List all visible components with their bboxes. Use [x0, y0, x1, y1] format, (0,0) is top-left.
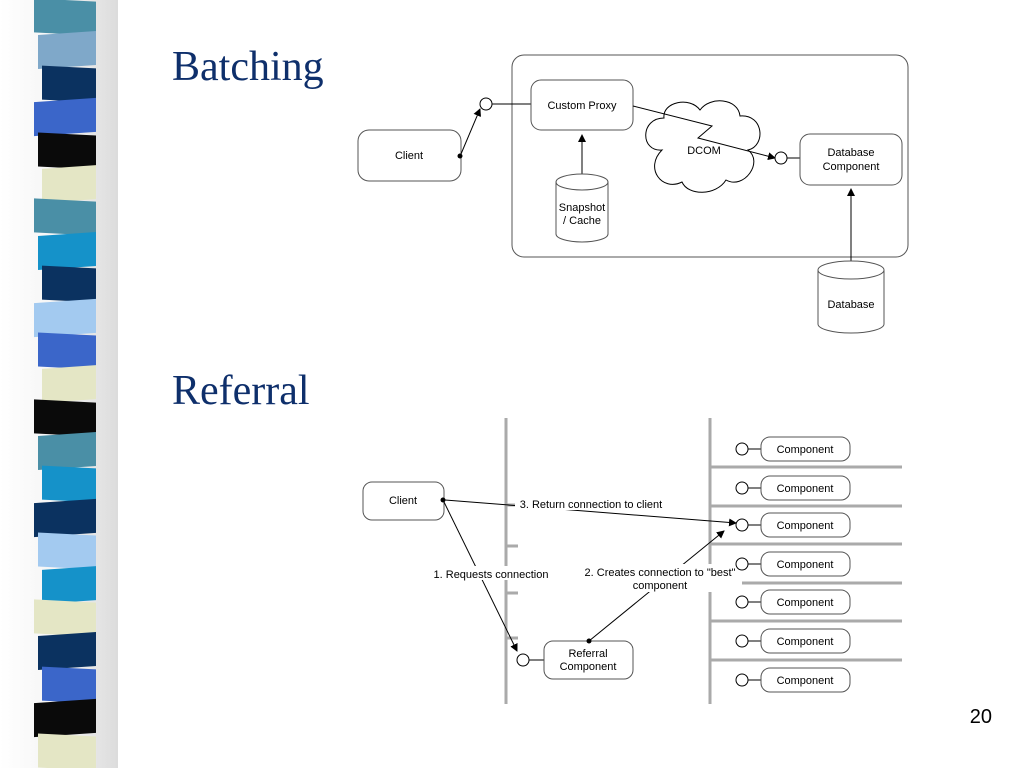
proxy-to-db-component-line [632, 105, 776, 161]
component-label: Component [777, 636, 834, 648]
component-stack: Component Component Component Component [735, 436, 851, 693]
db-component-interface-lollipop [774, 151, 788, 165]
cache-label: / Cache [563, 215, 601, 227]
client-to-proxy-line [460, 108, 481, 155]
batching-client-box: Client [357, 129, 462, 182]
custom-proxy-label: Custom Proxy [547, 100, 617, 112]
referral-diagram: Client 1. Requests connection 3. Return … [362, 418, 902, 704]
referral-client-box: Client [362, 481, 445, 521]
decorative-stripe-bar [0, 0, 118, 768]
component-row: Component [735, 512, 851, 538]
component-label: Component [777, 520, 834, 532]
database-component-label-1: Database [827, 147, 874, 159]
database-component-label-2: Component [823, 161, 880, 173]
component-label: Component [777, 597, 834, 609]
step3-arrow [444, 499, 737, 527]
dcom-label: DCOM [687, 145, 721, 157]
step3-label-bg [515, 496, 667, 510]
referral-title: Referral [172, 368, 310, 414]
component-row: Component [735, 667, 851, 693]
component-row: Component [735, 436, 851, 462]
database-component-box: Database Component [799, 133, 903, 186]
referral-interface-lollipop [516, 653, 530, 667]
referral-client-label: Client [389, 495, 417, 507]
referral-component-label-2: Component [560, 661, 617, 673]
step1-label-bg [428, 566, 554, 580]
batching-client-label: Client [395, 150, 423, 162]
proxy-interface-lollipop [479, 97, 493, 111]
batching-diagram: Client Custom Proxy Snapshot / Cache DCO… [357, 54, 909, 334]
component-label: Component [777, 675, 834, 687]
referral-component-label-1: Referral [568, 648, 607, 660]
step3-label: 3. Return connection to client [520, 499, 662, 511]
snapshot-cache-cylinder: Snapshot / Cache [555, 173, 609, 243]
component-row: Component [735, 589, 851, 615]
component-label: Component [777, 559, 834, 571]
component-label: Component [777, 483, 834, 495]
component-row: Component [735, 628, 851, 654]
custom-proxy-box: Custom Proxy [530, 79, 634, 131]
database-label: Database [827, 299, 874, 311]
component-row: Component [735, 475, 851, 501]
referral-component-box: Referral Component [543, 640, 634, 680]
step1-label: 1. Requests connection [434, 569, 549, 581]
dcom-cloud: DCOM [645, 100, 761, 193]
step2-label-bg [580, 564, 742, 592]
snapshot-label: Snapshot [559, 202, 605, 214]
component-label: Component [777, 444, 834, 456]
referral-client-dot [440, 497, 446, 503]
database-cylinder: Database [817, 260, 885, 334]
step2-label-line2: component [633, 580, 687, 592]
server-boundary [511, 54, 909, 258]
component-row: Component [735, 551, 851, 577]
step2-label-line1: 2. Creates connection to "best" [585, 567, 736, 579]
page-number: 20 [969, 706, 992, 728]
batching-title: Batching [172, 44, 324, 90]
client-connector-dot [457, 153, 463, 159]
